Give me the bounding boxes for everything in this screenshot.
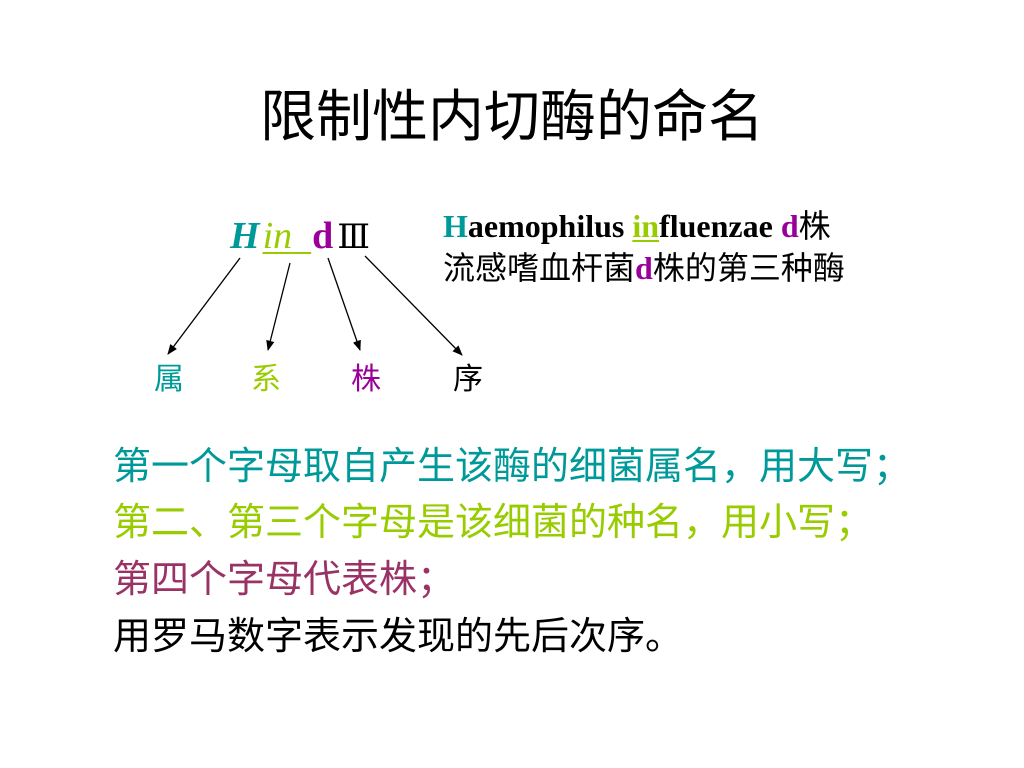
rule-first-letter: 第一个字母取自产生该酶的细菌属名，用大写； (113, 446, 912, 488)
latin-genus-initial: H (443, 208, 468, 244)
abbr-strain-letter: d (312, 215, 334, 257)
arrow-to-strain-label (327, 257, 361, 351)
latin-strain-letter: d (780, 208, 799, 244)
abbr-roman-numeral: Ⅲ (337, 217, 371, 257)
latin-species-initial: in (632, 208, 660, 244)
full-name-block: Haemophilus influenzae d株 流感嗜血杆菌d株的第三种酶 (443, 205, 845, 289)
slide-title: 限制性内切酶的命名 (260, 87, 764, 149)
label-order: 序 (453, 363, 483, 396)
arrow-to-genus-label (167, 257, 241, 355)
chinese-name-suffix: 株的第三种酶 (652, 250, 845, 286)
label-species: 系 (251, 363, 281, 396)
abbr-species-letters: in (262, 215, 293, 257)
latin-genus-rest: aemophilus (467, 208, 625, 244)
chinese-name-prefix: 流感嗜血杆菌 (443, 250, 636, 286)
label-strain: 株 (351, 363, 381, 396)
chinese-line-strain-letter: d (635, 250, 653, 286)
full-name-latin-line: Haemophilus influenzae d株 (443, 205, 845, 247)
rule-roman-numeral: 用罗马数字表示发现的先后次序。 (113, 616, 684, 658)
rule-fourth-letter: 第四个字母代表株； (113, 559, 456, 601)
rule-second-third-letters: 第二、第三个字母是该细菌的种名，用小写； (113, 502, 874, 544)
label-genus: 属 (154, 363, 184, 396)
abbr-genus-letter: H (230, 215, 260, 257)
full-name-chinese-line: 流感嗜血杆菌d株的第三种酶 (443, 247, 845, 289)
latin-line-suffix: 株 (798, 208, 831, 244)
latin-species-rest: fluenzae (659, 208, 773, 244)
arrow-to-species-label (266, 262, 291, 352)
